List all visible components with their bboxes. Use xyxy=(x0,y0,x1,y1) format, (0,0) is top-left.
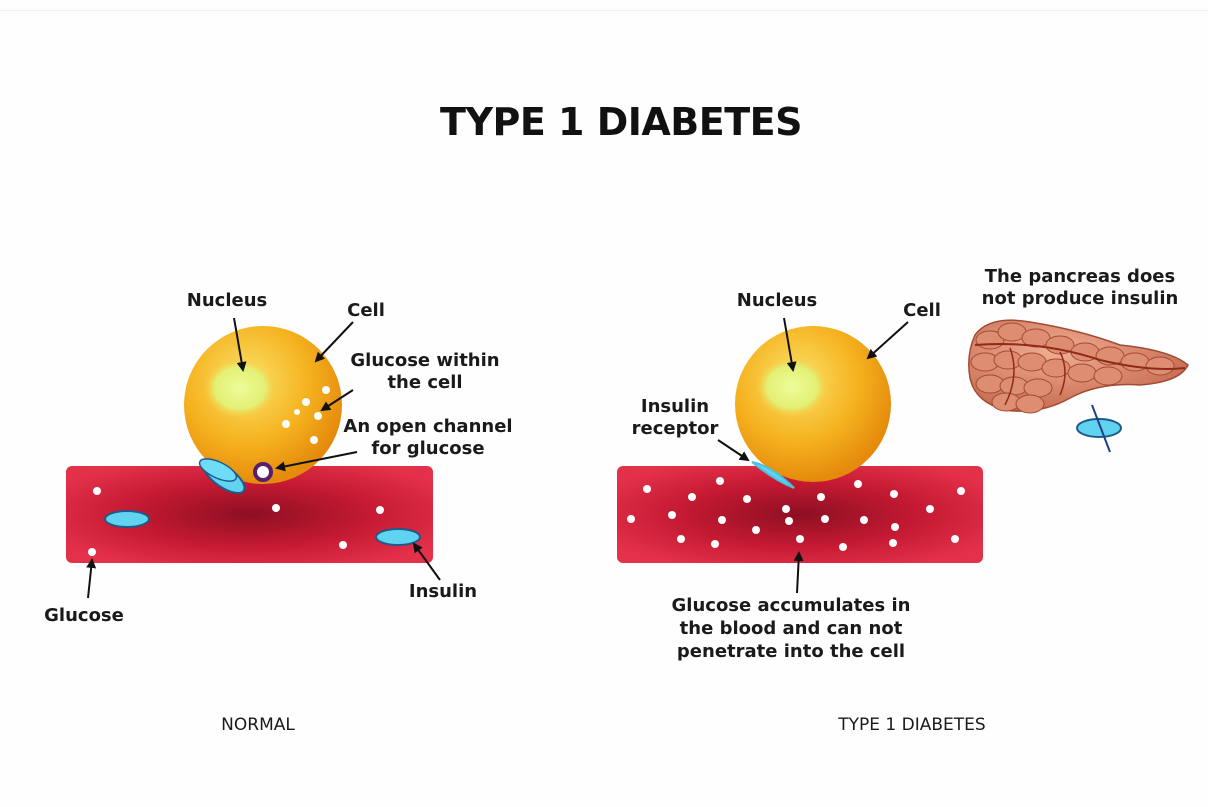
label-accumulates-3: penetrate into the cell xyxy=(677,641,905,662)
label-accumulates-2: the blood and can not xyxy=(680,618,903,639)
label-cell-diabetes: Cell xyxy=(903,300,941,321)
diabetes-panel: Nucleus Cell Insulin receptor The pancre… xyxy=(617,266,1188,735)
label-insulin-receptor-2: receptor xyxy=(632,418,719,439)
arrow-insulin-receptor xyxy=(718,440,748,460)
pancreas-icon xyxy=(969,320,1188,413)
open-channel-icon xyxy=(255,464,271,480)
insulin-free-1 xyxy=(105,511,149,527)
arrow-glucose xyxy=(88,560,92,598)
label-open-channel-2: for glucose xyxy=(371,438,484,459)
label-insulin-receptor-1: Insulin xyxy=(641,396,709,417)
label-cell-normal: Cell xyxy=(347,300,385,321)
caption-diabetes: TYPE 1 DIABETES xyxy=(837,715,985,735)
arrow-cell-diabetes xyxy=(868,322,908,358)
insulin-free-2 xyxy=(376,529,420,545)
label-glucose-within-1: Glucose within xyxy=(350,350,499,371)
nucleus-normal xyxy=(204,358,276,418)
label-glucose: Glucose xyxy=(44,605,124,626)
label-pancreas-2: not produce insulin xyxy=(982,288,1179,309)
label-insulin: Insulin xyxy=(409,581,477,602)
normal-panel: Nucleus Cell Glucose within the cell An … xyxy=(44,290,512,735)
arrow-cell-normal xyxy=(316,322,353,361)
label-open-channel-1: An open channel xyxy=(343,416,512,437)
main-title: TYPE 1 DIABETES xyxy=(440,100,802,144)
caption-normal: NORMAL xyxy=(221,715,295,735)
label-nucleus-diabetes: Nucleus xyxy=(737,290,817,311)
label-pancreas-1: The pancreas does xyxy=(985,266,1175,287)
label-glucose-within-2: the cell xyxy=(387,372,462,393)
label-nucleus-normal: Nucleus xyxy=(187,290,267,311)
label-accumulates-1: Glucose accumulates in xyxy=(672,595,911,616)
